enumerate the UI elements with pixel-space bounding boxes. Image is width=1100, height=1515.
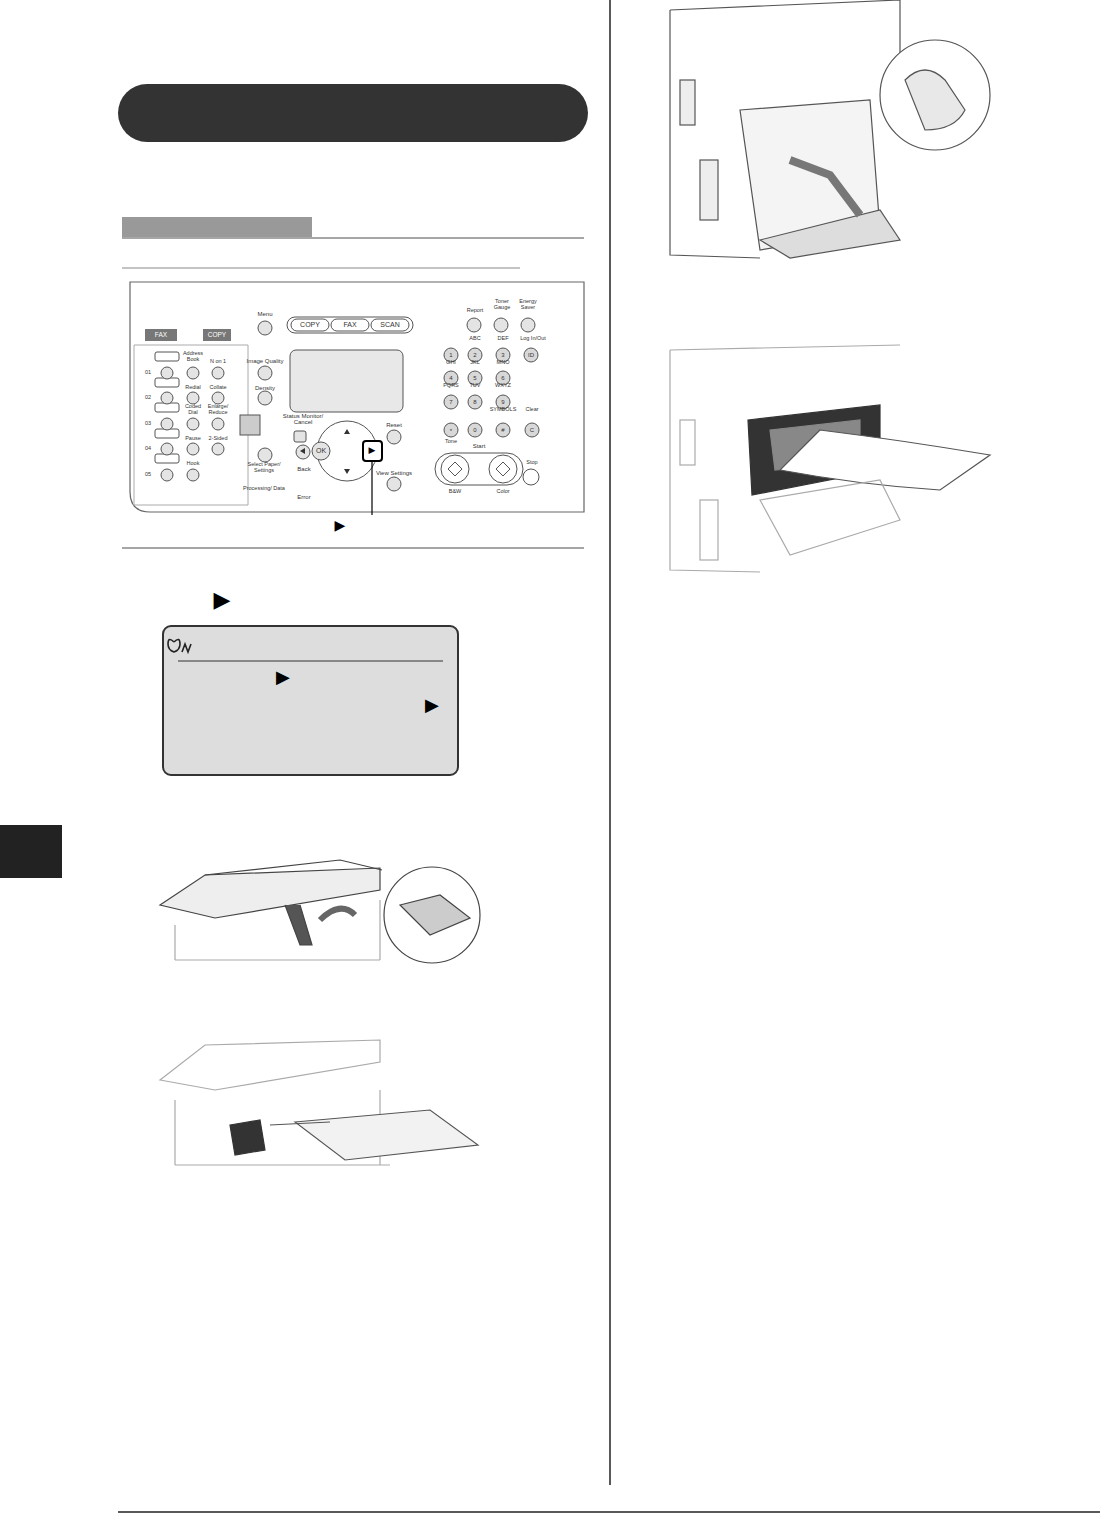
button-label: 03 <box>145 421 151 427</box>
button-label: COPY <box>208 332 226 339</box>
button-label: 9 <box>501 399 504 405</box>
button-label: Status Monitor/ Cancel <box>277 413 329 426</box>
button-label: B&W <box>449 489 462 495</box>
arrow-key-symbol: ▶ <box>425 696 439 715</box>
button-label: Enlarge/ Reduce <box>206 404 230 416</box>
button-label: C <box>530 427 534 433</box>
button-label: ABC <box>469 336 480 342</box>
button-label: Density <box>255 385 275 391</box>
button-label: GHI <box>446 360 456 366</box>
button-label: TUV <box>470 383 481 389</box>
button-label: 2 <box>473 352 476 358</box>
button-label: 05 <box>145 472 151 478</box>
button-label: Tone <box>445 439 457 445</box>
button-label: 7 <box>449 399 452 405</box>
button-label: Back <box>297 466 310 472</box>
button-label: View Settings <box>372 470 416 476</box>
button-label: MNO <box>497 360 510 366</box>
arrow-key-symbol: ▶ <box>276 668 290 687</box>
button-label: # <box>501 427 504 433</box>
button-label: Stop <box>526 460 537 466</box>
button-label: Error <box>297 494 310 500</box>
button-label: SCAN <box>380 321 399 328</box>
button-label: 02 <box>145 395 151 401</box>
button-label: 3 <box>501 352 504 358</box>
button-label: SYMBOLS <box>490 407 517 413</box>
button-label: FAX <box>343 321 356 328</box>
button-label: 01 <box>145 370 151 376</box>
button-label: Color <box>496 489 509 495</box>
arrow-key-symbol: ▶ <box>369 446 376 455</box>
button-label: JKL <box>470 360 479 366</box>
arrow-key-symbol: ▶ <box>335 518 346 533</box>
button-label: Select Paper/ Settings <box>243 462 285 474</box>
button-label: Coded Dial <box>182 404 204 416</box>
button-label: Redial <box>185 385 201 391</box>
button-label: * <box>450 428 452 434</box>
button-label: 2-Sided <box>209 436 228 442</box>
button-label: Clear <box>525 407 538 413</box>
button-label: Log In/Out <box>520 336 546 342</box>
button-label: WXYZ <box>495 383 511 389</box>
button-label: 4 <box>449 375 452 381</box>
button-label: Address Book <box>180 351 206 363</box>
button-label: Report <box>467 308 484 314</box>
button-label: Image Quality <box>246 358 283 364</box>
button-label: 04 <box>145 446 151 452</box>
button-label: FAX <box>155 332 167 339</box>
button-label: DEF <box>498 336 509 342</box>
button-label: Toner Gauge <box>490 299 514 311</box>
button-label: ID <box>528 352 534 358</box>
button-label: Reset <box>386 422 402 428</box>
button-label: 5 <box>473 375 476 381</box>
button-label: Collate <box>209 385 226 391</box>
arrow-key-symbol: ▶ <box>214 588 231 611</box>
button-label: Processing/ Data <box>243 486 285 492</box>
button-label: 1 <box>449 352 452 358</box>
button-label: 0 <box>473 427 476 433</box>
button-label: Menu <box>257 311 272 317</box>
button-label: Start <box>473 443 486 449</box>
button-label: OK <box>316 447 326 454</box>
button-label: N on 1 <box>210 359 226 365</box>
button-label: Energy Saver <box>516 299 540 311</box>
button-label: PQRS <box>443 383 459 389</box>
button-label: Hook <box>187 461 200 467</box>
button-label: 8 <box>473 399 476 405</box>
button-label: Pause <box>185 436 201 442</box>
button-label: 6 <box>501 375 504 381</box>
button-label: COPY <box>300 321 320 328</box>
